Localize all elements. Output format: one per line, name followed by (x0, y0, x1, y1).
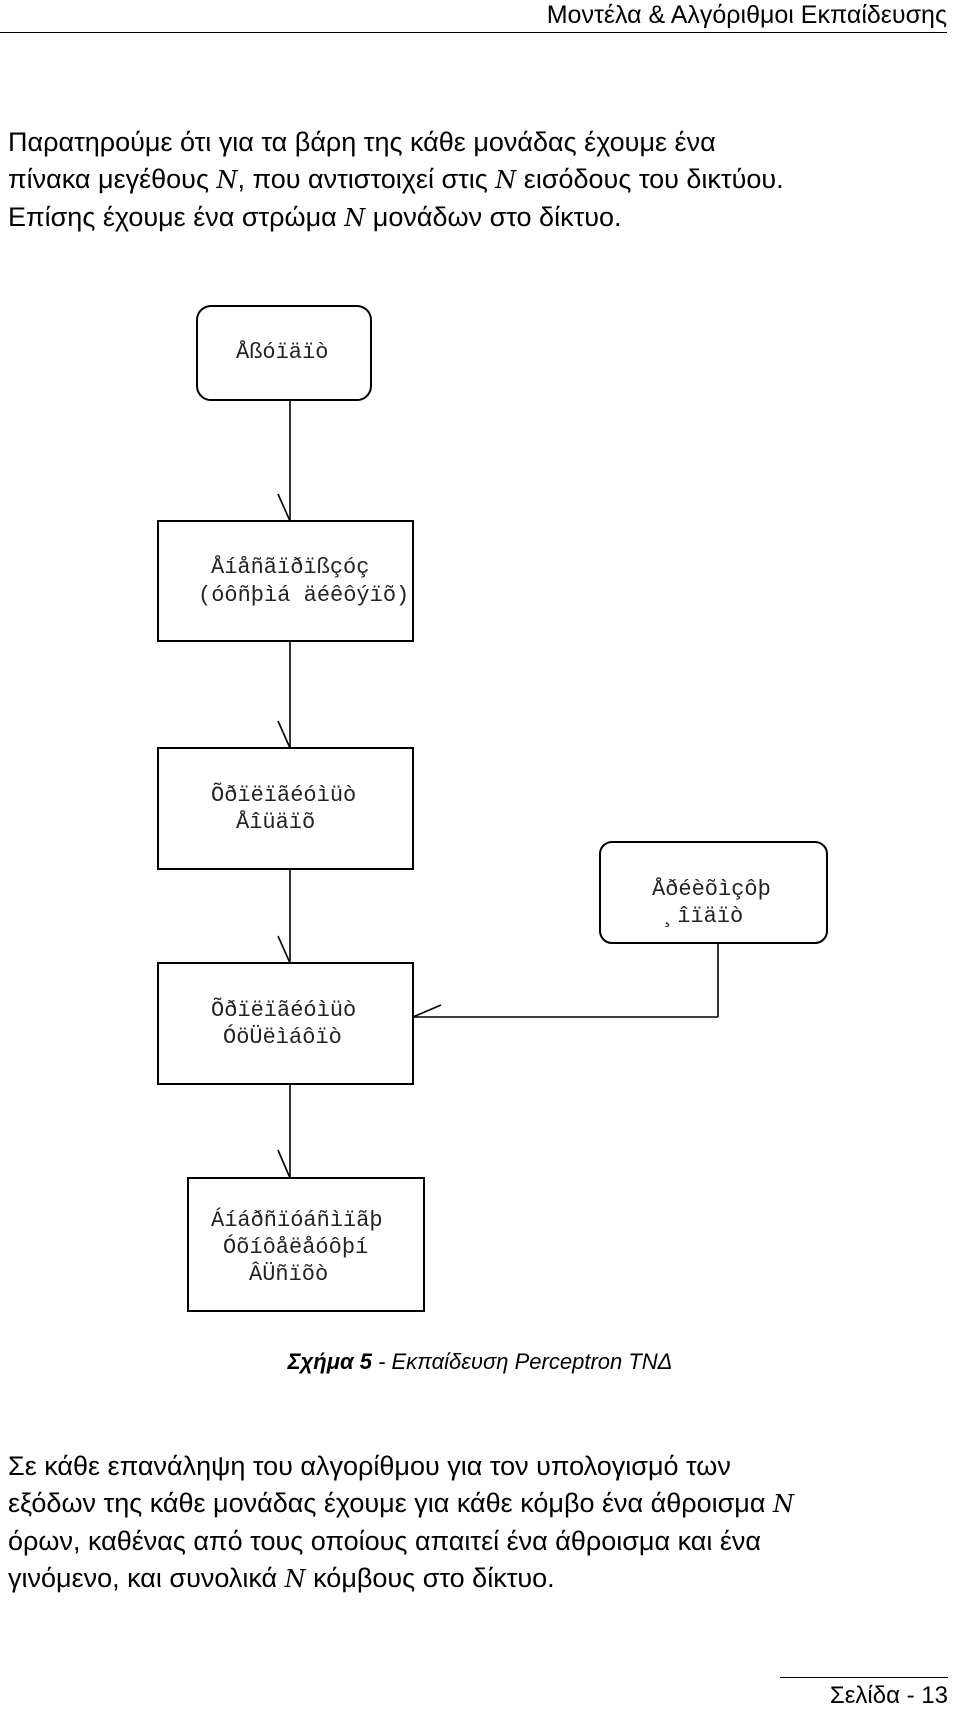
flow-node-output-label: Õðïëïãéóìüò (211, 783, 357, 808)
body-paragraph: Σε κάθε επανάληψη του αλγορίθμου για τον… (8, 1448, 948, 1598)
flow-node-repeat (599, 841, 828, 944)
intro-paragraph: Παρατηρούμε ότι για τα βάρη της κάθε μον… (8, 124, 948, 237)
flow-node-init-label: Åíåñãïðïßçóç (211, 555, 370, 580)
flow-node-repeat-label: Åðéèõìçôþ (652, 877, 771, 902)
math-var: N (495, 166, 517, 194)
arrow-tick (277, 935, 291, 964)
math-var: N (284, 1565, 306, 1593)
flow-node-repeat-label: ¸îïäïò (664, 904, 744, 929)
math-var: N (216, 166, 238, 194)
flow-node-error (157, 962, 414, 1085)
flow-node-output-label: Åîüäïõ (236, 810, 316, 835)
arrow-tick (277, 493, 291, 522)
flow-node-update-label: Áíáðñïóáñìïãþ (211, 1208, 383, 1233)
intro-line-2: πίνακα μεγέθους N, που αντιστοιχεί στις … (8, 164, 784, 194)
figure-label: Σχήμα 5 (287, 1349, 372, 1374)
body-line-2: εξόδων της κάθε μονάδας έχουμε για κάθε … (8, 1488, 794, 1518)
page-header: Μοντέλα & Αλγόριθμοι Εκπαίδευσης (0, 0, 947, 33)
flow-node-output (157, 747, 414, 870)
header-title: Μοντέλα & Αλγόριθμοι Εκπαίδευσης (546, 1, 947, 29)
flow-node-start (196, 305, 372, 401)
figure-caption: Σχήμα 5 - Εκπαίδευση Perceptron ΤΝΔ (0, 1349, 960, 1375)
flow-node-update-label: ÂÜñïõò (249, 1262, 329, 1287)
arrow-tick (277, 1149, 291, 1179)
flow-node-error-label: ÓöÜëìáôïò (223, 1025, 342, 1050)
flow-node-update (187, 1177, 425, 1312)
page-number: Σελίδα - 13 (829, 1682, 948, 1709)
page-footer: Σελίδα - 13 (780, 1677, 948, 1709)
flow-node-init-label: (óôñþìá äéêôýïõ) (198, 583, 410, 608)
arrow-tick (277, 720, 291, 749)
flow-node-init (157, 520, 414, 642)
arrow-tick (412, 1004, 442, 1018)
intro-line-1: Παρατηρούμε ότι για τα βάρη της κάθε μον… (8, 127, 716, 157)
body-line-3: όρων, καθένας από τους οποίους απαιτεί έ… (8, 1526, 762, 1556)
intro-line-3: Επίσης έχουμε ένα στρώμα N μονάδων στο δ… (8, 202, 622, 232)
body-line-1: Σε κάθε επανάληψη του αλγορίθμου για τον… (8, 1451, 731, 1481)
body-line-4: γινόμενο, και συνολικά N κόμβους στο δίκ… (8, 1563, 555, 1593)
figure-text: - Εκπαίδευση Perceptron ΤΝΔ (371, 1349, 673, 1374)
flow-node-error-label: Õðïëïãéóìüò (211, 998, 357, 1023)
flow-node-start-label: Åßóïäïò (236, 340, 329, 365)
flow-node-update-label: Óõíôåëåóôþí (223, 1235, 369, 1260)
math-var: N (772, 1490, 794, 1518)
math-var: N (344, 204, 366, 232)
